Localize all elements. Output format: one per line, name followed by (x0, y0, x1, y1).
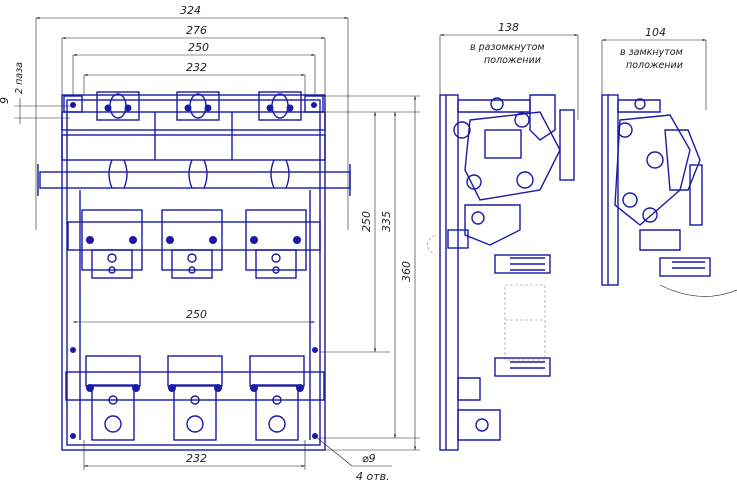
dim-335: 335 (380, 211, 393, 232)
middle-contact-blocks (67, 209, 321, 279)
top-contacts (96, 91, 302, 121)
dim-250-mid: 250 (186, 308, 207, 321)
hole-diameter: ⌀9 (362, 452, 376, 465)
dim-232-top: 232 (186, 61, 207, 74)
side-view-open: 138 в разомкнутом положении (427, 21, 579, 451)
dim-232-bottom: 232 (186, 452, 207, 465)
side-view-closed: 104 в замкнутом положении (601, 26, 737, 297)
open-caption-1: в разомкнутом (470, 42, 545, 53)
slot-label: 2 паза (14, 62, 25, 94)
bottom-contact-blocks (65, 355, 325, 441)
closed-caption-1: в замкнутом (620, 47, 683, 58)
dim-324: 324 (180, 4, 201, 17)
dim-138: 138 (498, 21, 519, 34)
dim-276: 276 (186, 24, 207, 37)
front-view: 324 276 250 232 9 2 паза (0, 4, 420, 483)
dim-9: 9 (0, 97, 11, 104)
dim-360: 360 (400, 261, 413, 282)
dim-250-top: 250 (188, 41, 209, 54)
closed-caption-2: положении (626, 60, 683, 71)
dim-104: 104 (645, 26, 666, 39)
dim-250-vertical: 250 (360, 211, 373, 232)
hole-count: 4 отв. (356, 470, 390, 483)
open-caption-2: положении (484, 55, 541, 66)
